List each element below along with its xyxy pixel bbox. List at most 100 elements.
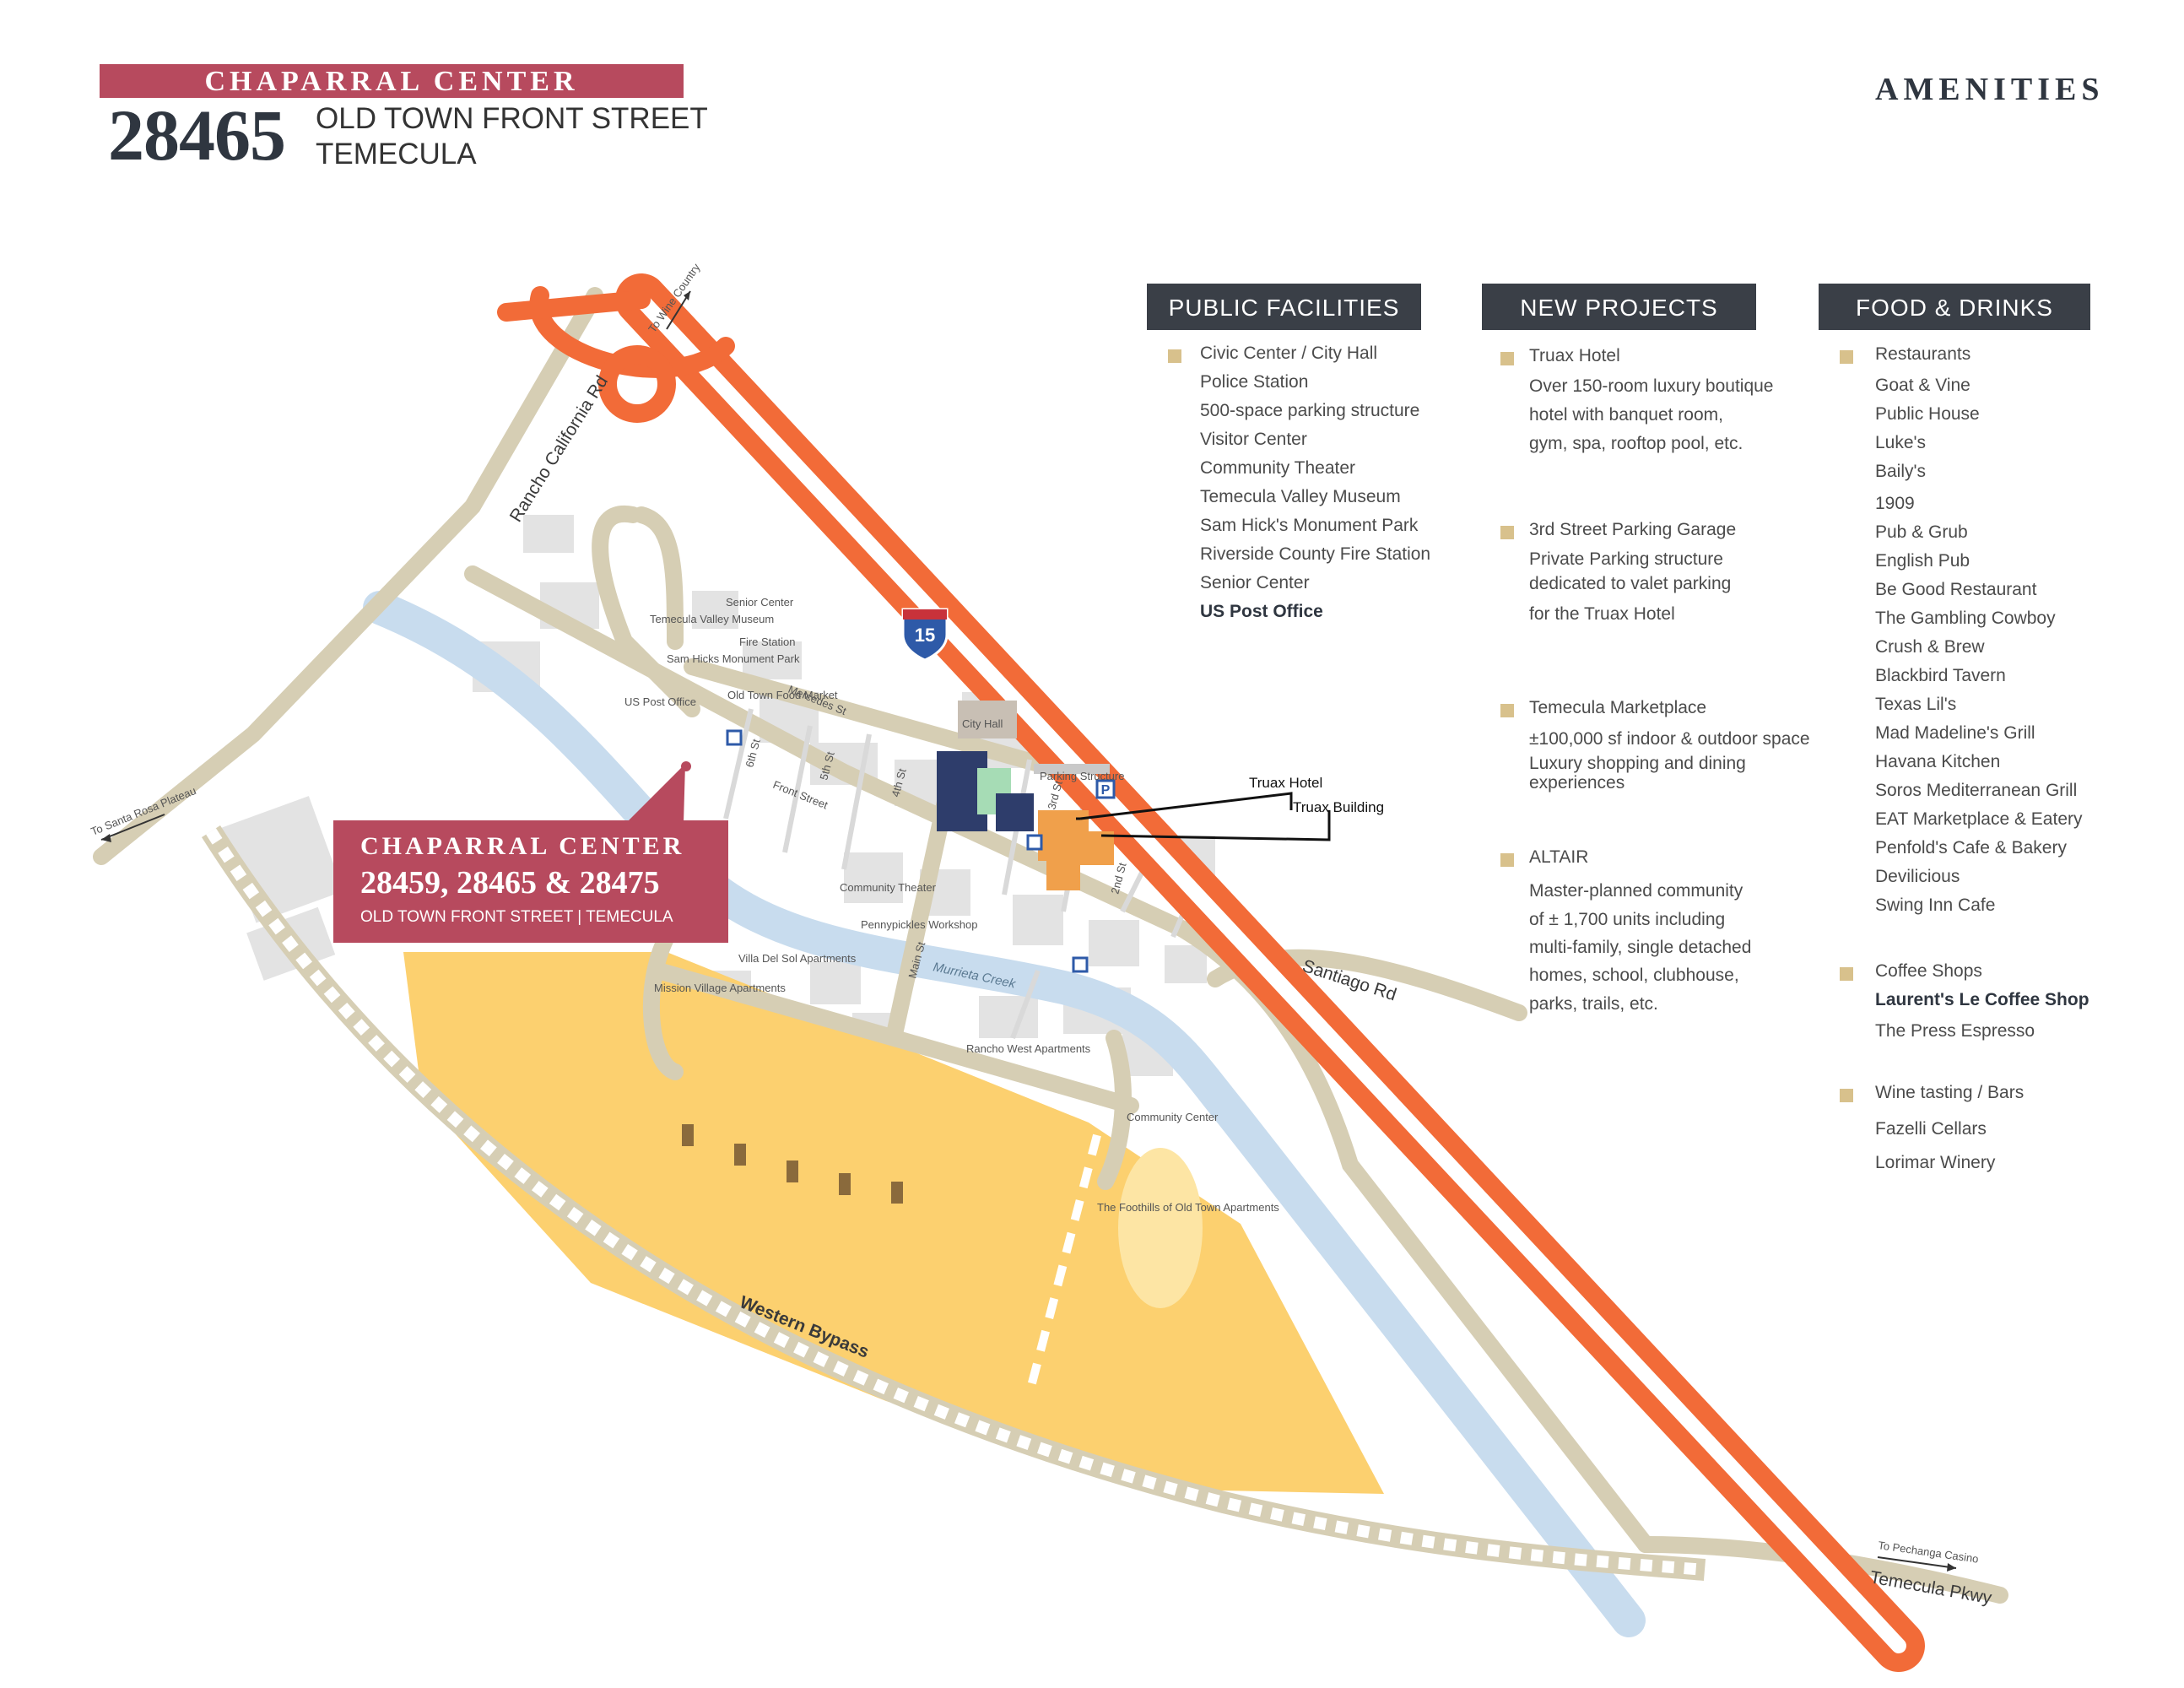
public-facilities-bullet xyxy=(1168,349,1181,363)
parking-structure-building xyxy=(996,793,1034,831)
marketplace-bullet xyxy=(1500,704,1514,717)
list-item: Texas Lil's xyxy=(1875,695,1957,714)
community-center-label: Community Center xyxy=(1127,1111,1219,1123)
rancho-west-label: Rancho West Apartments xyxy=(966,1042,1091,1055)
list-item: Crush & Brew xyxy=(1875,637,1985,657)
coffee-title: Coffee Shops xyxy=(1875,961,1982,981)
list-item: Penfold's Cafe & Bakery xyxy=(1875,838,2067,858)
restaurants-title: Restaurants xyxy=(1875,344,1971,364)
project-line: ±100,000 sf indoor & outdoor space xyxy=(1529,729,1810,749)
development-divider xyxy=(1025,1133,1101,1394)
svg-text:P: P xyxy=(1101,783,1111,798)
project-line: homes, school, clubhouse, xyxy=(1529,966,1739,985)
list-item: Sam Hick's Monument Park xyxy=(1200,516,1419,535)
truax-building-label: Truax Building xyxy=(1293,799,1384,815)
food-market-label: Old Town Food Market xyxy=(727,689,838,701)
list-item: Riverside County Fire Station xyxy=(1200,544,1431,564)
list-item: Laurent's Le Coffee Shop xyxy=(1875,990,2089,1009)
list-item: Police Station xyxy=(1200,372,1309,392)
development-markers xyxy=(682,1124,903,1204)
wine-title: Wine tasting / Bars xyxy=(1875,1083,2025,1102)
truax-hotel-bullet xyxy=(1500,352,1514,365)
arrow-icon xyxy=(684,291,690,300)
city-hall-label: City Hall xyxy=(962,717,1003,730)
project-title: Temecula Marketplace xyxy=(1529,698,1707,717)
project-title: Truax Hotel xyxy=(1529,346,1620,365)
post-office-label: US Post Office xyxy=(624,695,696,708)
list-item: Be Good Restaurant xyxy=(1875,580,2037,599)
callout-title: CHAPARRAL CENTER xyxy=(360,832,685,860)
svg-text:To Pechanga Casino: To Pechanga Casino xyxy=(1878,1539,1980,1566)
amenities-title: AMENITIES xyxy=(1875,72,2105,107)
civic-buildings xyxy=(937,701,1114,890)
callout-lines xyxy=(1076,792,1331,841)
callout-pointer xyxy=(626,764,685,823)
list-item: Soros Mediterranean Grill xyxy=(1875,781,2078,800)
main-street-road xyxy=(886,793,954,1042)
project-line: Master-planned community xyxy=(1529,881,1743,901)
list-item: Devilicious xyxy=(1875,867,1960,886)
project-line: experiences xyxy=(1529,773,1625,793)
list-item: Baily's xyxy=(1875,462,1927,481)
project-line: for the Truax Hotel xyxy=(1529,604,1675,624)
list-item: The Gambling Cowboy xyxy=(1875,609,2056,628)
arrow-icon xyxy=(101,834,111,842)
monument-park-label: Sam Hicks Monument Park xyxy=(667,652,800,665)
third-street-label: 3rd St xyxy=(1045,779,1065,811)
truax-building xyxy=(1046,861,1080,890)
senior-center-label: Senior Center xyxy=(726,596,794,609)
property-title-band: CHAPARRAL CENTER xyxy=(100,64,684,98)
truax-hotel-label: Truax Hotel xyxy=(1249,775,1322,791)
parking-structure-label: Parking Structure xyxy=(1040,770,1124,782)
foothills-site xyxy=(1118,1148,1203,1308)
wine-bullet xyxy=(1840,1089,1853,1102)
mission-village-label: Mission Village Apartments xyxy=(654,982,786,994)
project-title: 3rd Street Parking Garage xyxy=(1529,520,1737,539)
project-line: of ± 1,700 units including xyxy=(1529,910,1726,929)
property-callout: CHAPARRAL CENTER 28459, 28465 & 28475 OL… xyxy=(333,820,728,943)
callout-subtitle: OLD TOWN FRONT STREET | TEMECULA xyxy=(360,908,673,926)
interstate-shield-icon: 15 xyxy=(901,608,949,662)
project-line: Over 150-room luxury boutique xyxy=(1529,376,1774,396)
restaurants-bullet xyxy=(1840,350,1853,364)
list-item: US Post Office xyxy=(1200,602,1323,621)
parking-structure xyxy=(1034,764,1110,774)
list-item: Mad Madeline's Grill xyxy=(1875,723,2035,743)
project-line: hotel with banquet room, xyxy=(1529,405,1723,425)
list-item: Havana Kitchen xyxy=(1875,752,2001,771)
list-item: Swing Inn Cafe xyxy=(1875,895,1996,915)
western-bypass-dashes xyxy=(206,828,1706,1576)
list-item: Senior Center xyxy=(1200,573,1310,592)
list-item: EAT Marketplace & Eatery xyxy=(1875,809,2083,829)
list-item: Fazelli Cellars xyxy=(1875,1119,1987,1139)
list-item: 500-space parking structure xyxy=(1200,401,1420,420)
murrieta-creek xyxy=(363,591,1646,1637)
place-labels: Senior Center Temecula Valley Museum Fir… xyxy=(624,596,1279,1214)
project-line: parks, trails, etc. xyxy=(1529,994,1658,1014)
callout-addresses: 28459, 28465 & 28475 xyxy=(360,865,660,901)
site-pin-icon xyxy=(681,761,691,771)
list-item: Civic Center / City Hall xyxy=(1200,344,1378,363)
list-item: Lorimar Winery xyxy=(1875,1153,1996,1172)
new-projects-header: NEW PROJECTS xyxy=(1482,284,1756,330)
address-street: OLD TOWN FRONT STREET xyxy=(316,102,708,135)
valley-museum-label: Temecula Valley Museum xyxy=(650,613,774,625)
list-item: Temecula Valley Museum xyxy=(1200,487,1401,506)
project-line: Private Parking structure xyxy=(1529,549,1723,569)
second-street-label: 2nd St xyxy=(1108,861,1128,895)
rancho-california-label: Rancho California Rd xyxy=(506,372,612,525)
parking-icons: P xyxy=(1095,779,1116,799)
arrow-icon xyxy=(1947,1563,1956,1572)
project-line: multi-family, single detached xyxy=(1529,938,1752,957)
rancho-california-road xyxy=(93,287,603,865)
garage-bullet xyxy=(1500,526,1514,539)
foothills-label: The Foothills of Old Town Apartments xyxy=(1097,1201,1279,1214)
community-theater-label: Community Theater xyxy=(840,881,937,894)
list-item: Luke's xyxy=(1875,433,1927,452)
pennypickles-label: Pennypickles Workshop xyxy=(861,918,978,931)
coffee-bullet xyxy=(1840,967,1853,981)
list-item: Visitor Center xyxy=(1200,430,1307,449)
address-city: TEMECULA xyxy=(316,138,477,170)
project-line: gym, spa, rooftop pool, etc. xyxy=(1529,434,1743,453)
